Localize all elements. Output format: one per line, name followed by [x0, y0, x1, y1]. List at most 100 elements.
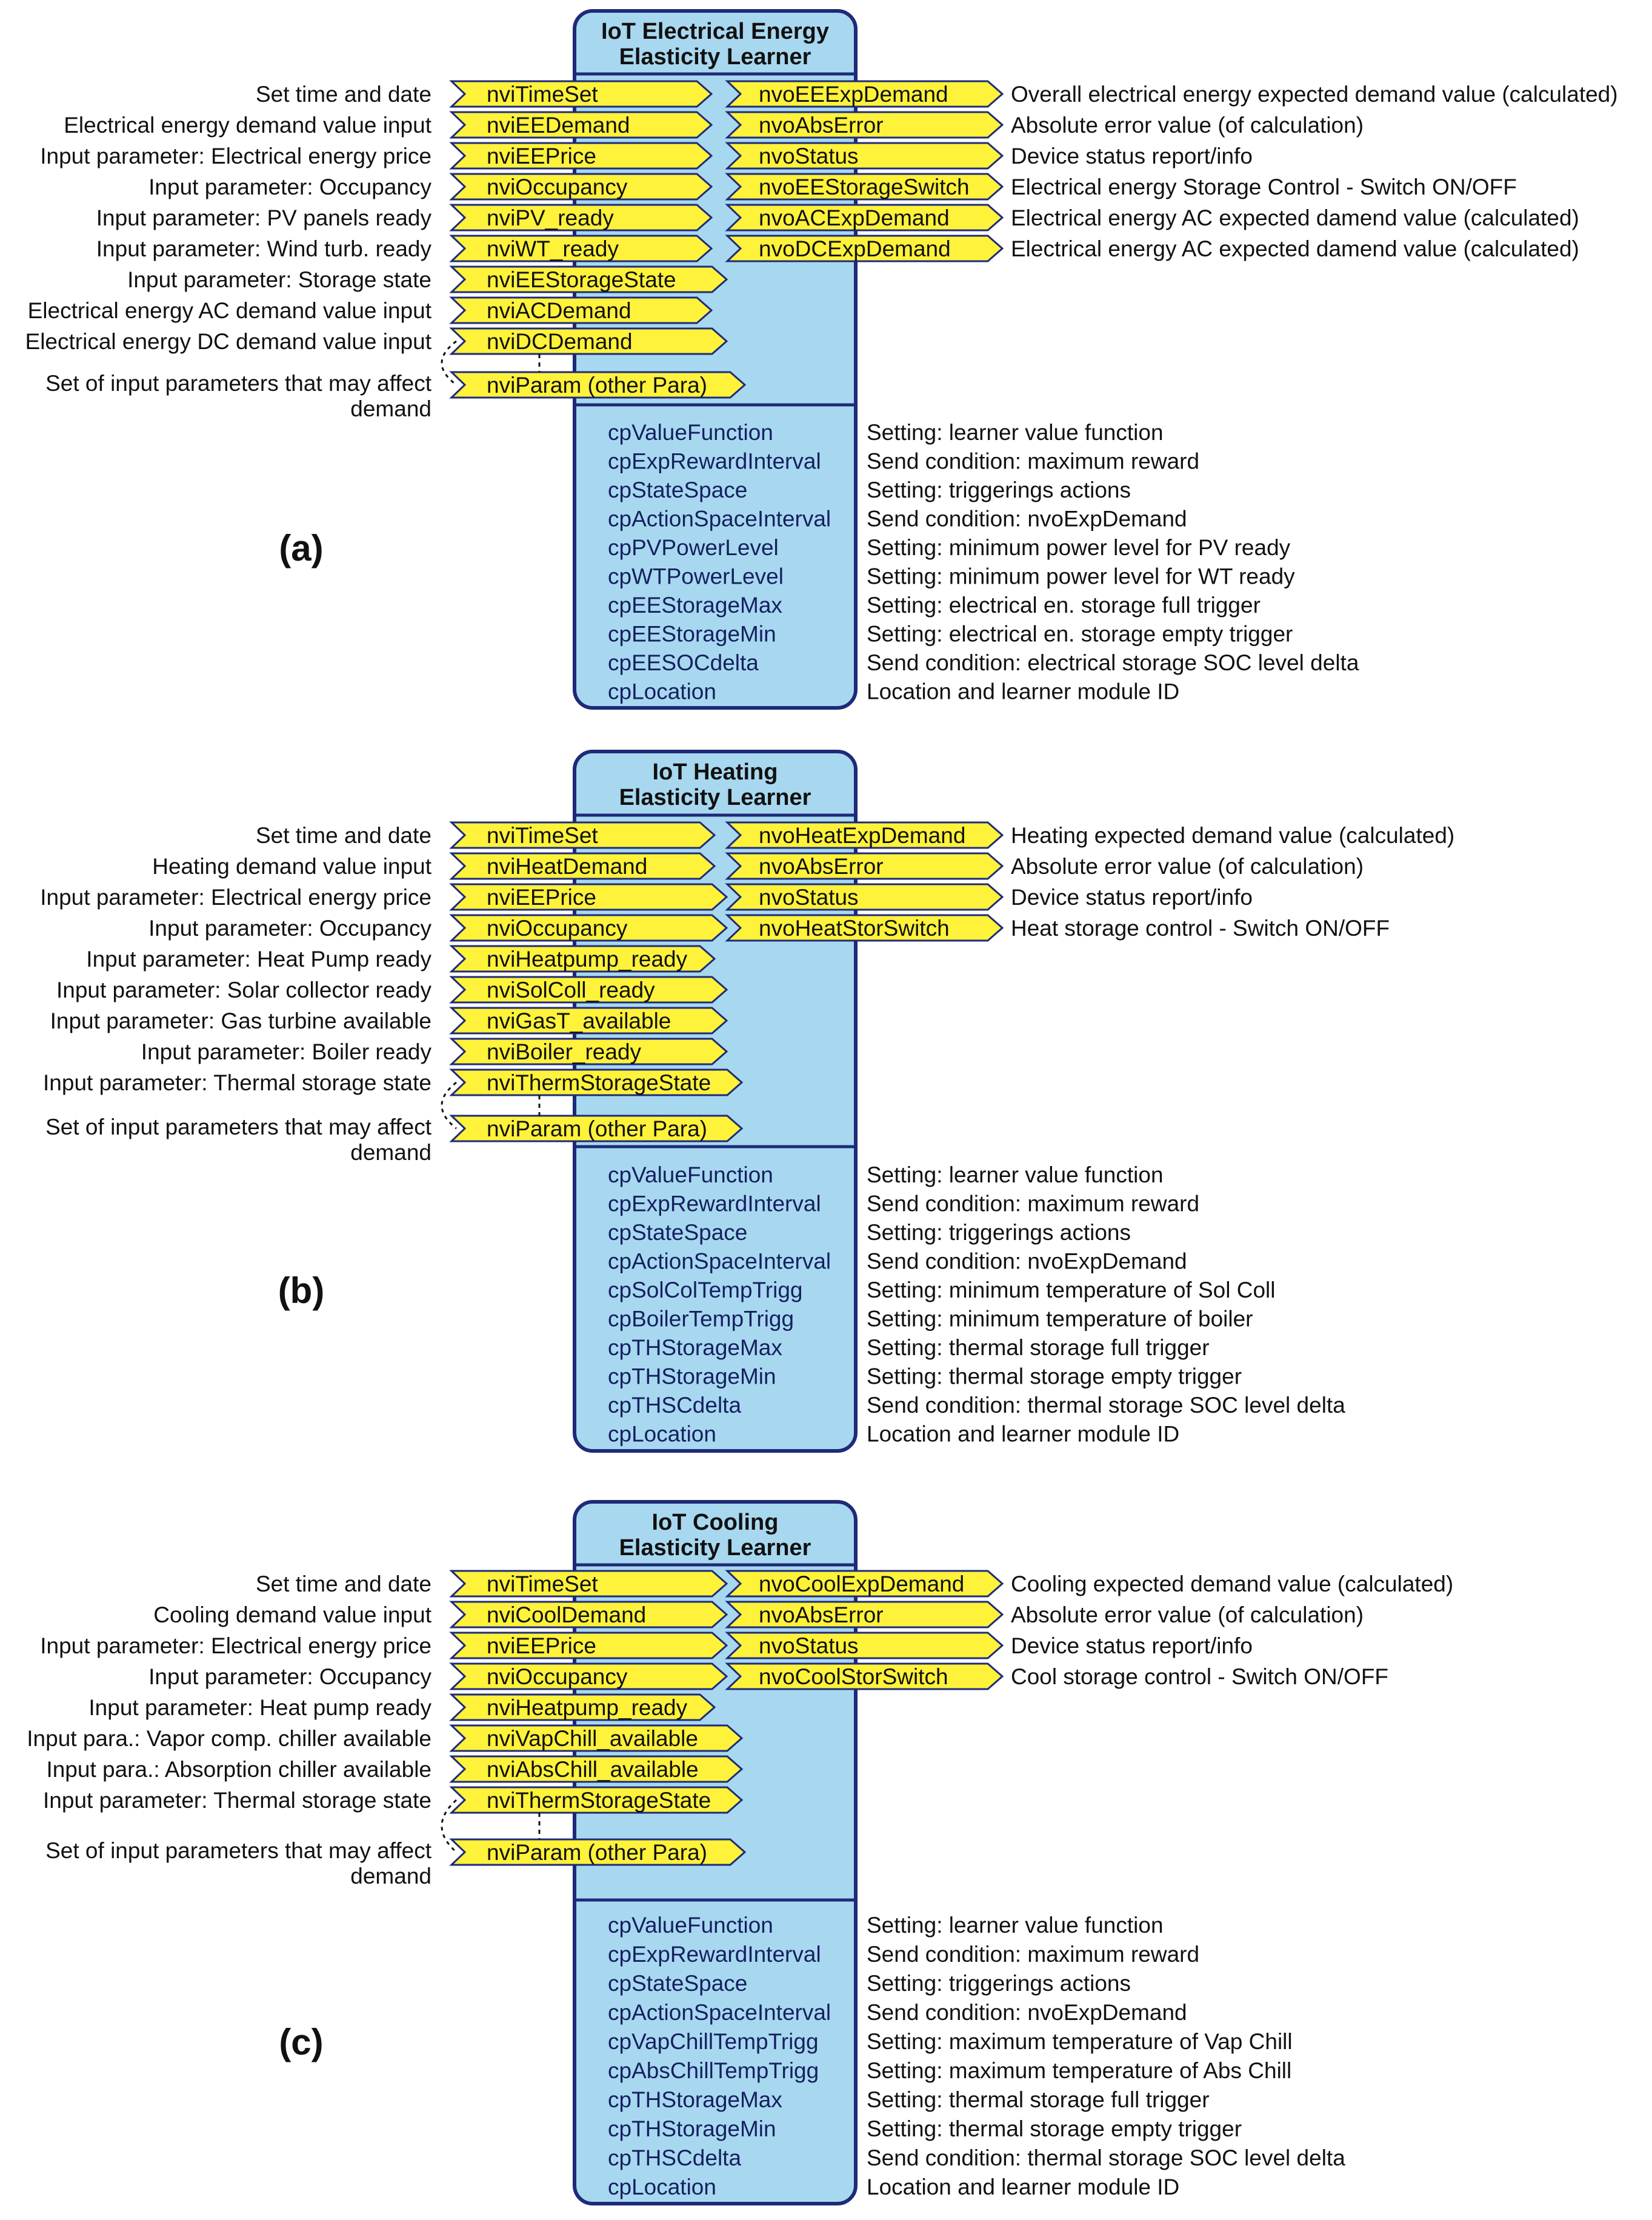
input-description: Electrical energy AC demand value input	[28, 298, 432, 323]
input-arrow	[449, 1662, 728, 1690]
config-property-description: Setting: thermal storage full trigger	[867, 1335, 1210, 1360]
input-nv-name: nviThermStorageState	[487, 1788, 711, 1813]
input-description: Cooling demand value input	[153, 1602, 431, 1627]
input-nv-name: nviTimeSet	[487, 82, 598, 107]
input-description: Input para.: Vapor comp. chiller availab…	[27, 1726, 431, 1751]
config-property-name: cpActionSpaceInterval	[608, 1249, 831, 1274]
config-property-name: cpEESOCdelta	[608, 650, 759, 675]
config-property-description: Send condition: electrical storage SOC l…	[867, 650, 1359, 675]
input-description: Input parameter: PV panels ready	[96, 205, 432, 230]
config-property-name: cpPVPowerLevel	[608, 535, 779, 560]
config-property-name: cpEEStorageMin	[608, 622, 776, 647]
input-nv-name: nviTimeSet	[487, 823, 598, 848]
input-description: Input parameter: Thermal storage state	[43, 1070, 431, 1095]
input-nv-name: nviHeatpump_ready	[487, 947, 688, 972]
input-description: demand	[350, 1140, 431, 1165]
input-arrow	[449, 173, 713, 201]
input-arrow	[449, 1007, 728, 1035]
input-arrow	[449, 371, 747, 399]
config-property-description: Send condition: thermal storage SOC leve…	[867, 1393, 1345, 1418]
config-property-name: cpWTPowerLevel	[608, 564, 784, 589]
output-arrow	[725, 173, 1004, 201]
config-property-description: Location and learner module ID	[867, 679, 1179, 704]
config-property-name: cpStateSpace	[608, 1971, 747, 1996]
config-property-name: cpTHStorageMin	[608, 1364, 776, 1389]
input-description: Input parameter: Wind turb. ready	[96, 236, 432, 261]
input-description: Input parameter: Gas turbine available	[50, 1008, 431, 1033]
config-property-description: Setting: learner value function	[867, 420, 1164, 445]
block-title: IoT Heating	[653, 759, 778, 785]
output-description: Cooling expected demand value (calculate…	[1011, 1572, 1453, 1596]
input-nv-name: nviEEStorageState	[487, 267, 676, 292]
config-property-description: Setting: minimum power level for WT read…	[867, 564, 1295, 589]
input-description: demand	[350, 1864, 431, 1888]
output-nv-name: nvoACExpDemand	[759, 205, 950, 230]
config-property-description: Send condition: thermal storage SOC leve…	[867, 2145, 1345, 2170]
output-description: Device status report/info	[1011, 1633, 1253, 1658]
panel-label: (a)	[279, 528, 323, 568]
input-arrow	[449, 1038, 728, 1065]
output-nv-name: nvoEEExpDemand	[759, 82, 948, 107]
input-description: Input parameter: Occupancy	[148, 1664, 431, 1689]
output-nv-name: nvoCoolStorSwitch	[759, 1664, 948, 1689]
config-property-description: Setting: minimum power level for PV read…	[867, 535, 1291, 560]
block-title: Elasticity Learner	[619, 1535, 811, 1561]
input-arrow	[449, 296, 713, 324]
output-nv-name: nvoAbsError	[759, 854, 884, 879]
output-arrow	[725, 821, 1004, 849]
config-property: cpPVPowerLevel Setting: minimum power lev…	[608, 535, 1291, 560]
config-property-description: Send condition: maximum reward	[867, 1942, 1199, 1967]
config-property-name: cpAbsChillTempTrigg	[608, 2058, 819, 2083]
input-description: demand	[350, 396, 431, 421]
input-nv-name: nviGasT_available	[487, 1008, 671, 1033]
input-nv: nviHeatpump_ready Input parameter: Heat P…	[86, 945, 716, 973]
output-arrow	[725, 142, 1004, 170]
config-property-name: cpExpRewardInterval	[608, 1192, 821, 1216]
input-arrow	[449, 235, 713, 262]
input-nv-name: nviParam (other Para)	[487, 373, 707, 398]
output-arrow	[725, 80, 1004, 108]
input-nv-name: nviCoolDemand	[487, 1602, 646, 1627]
param-dashed-bracket	[441, 1799, 458, 1853]
output-arrow	[725, 914, 1004, 942]
output-arrow	[725, 1601, 1004, 1628]
config-property-name: cpStateSpace	[608, 1220, 747, 1245]
input-arrow	[449, 945, 716, 973]
input-nv-name: nviAbsChill_available	[487, 1757, 699, 1782]
input-nv-name: nviParam (other Para)	[487, 1116, 707, 1141]
config-property: cpWTPowerLevel Setting: minimum power lev…	[608, 564, 1295, 589]
input-arrow	[449, 1838, 747, 1866]
config-property-description: Setting: minimum temperature of Sol Coll	[867, 1278, 1276, 1302]
config-property-name: cpActionSpaceInterval	[608, 507, 831, 532]
input-nv-name: nviSolColl_ready	[487, 978, 655, 1002]
config-property-description: Location and learner module ID	[867, 2175, 1179, 2199]
input-description: Input parameter: Heat Pump ready	[86, 947, 431, 972]
input-arrow	[449, 204, 713, 232]
block-title: IoT Cooling	[652, 1510, 779, 1535]
